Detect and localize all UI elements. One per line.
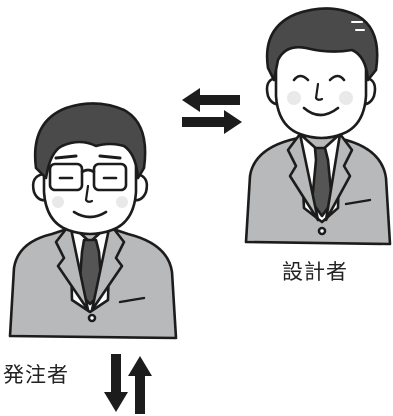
down-up-arrows-icon <box>104 354 152 414</box>
orderer-figure <box>8 102 178 340</box>
designer-nose <box>314 82 324 101</box>
designer-eye-left <box>292 74 310 82</box>
designer-figure <box>244 7 392 246</box>
designer-eye-right <box>328 74 346 82</box>
designer-lapel-right <box>324 132 354 222</box>
designer-cheek-right <box>339 91 353 105</box>
orderer-cheek-left <box>52 196 64 208</box>
designer-button <box>317 226 327 236</box>
designer-pocket <box>344 198 372 206</box>
orderer-label: 発注者 <box>3 363 69 387</box>
designer-lapel-left <box>286 132 320 222</box>
designer-hair <box>265 7 379 82</box>
left-right-arrows-icon <box>182 88 242 134</box>
orderer-lapel-left <box>54 222 90 312</box>
orderer-cheek-right <box>116 196 128 208</box>
orderer-hair <box>33 102 147 180</box>
orderer-glasses-left <box>48 162 84 192</box>
designer-label: 設計者 <box>282 260 348 284</box>
designer-cheek-left <box>287 91 301 105</box>
orderer-mouth <box>72 210 108 219</box>
designer-mouth <box>302 106 340 117</box>
orderer-lapel-right <box>90 222 126 312</box>
orderer-pocket <box>118 296 146 304</box>
orderer-glasses-right <box>92 162 128 192</box>
orderer-button <box>87 313 97 323</box>
orderer-glasses-bridge <box>80 168 96 174</box>
orderer-nose <box>84 184 94 203</box>
